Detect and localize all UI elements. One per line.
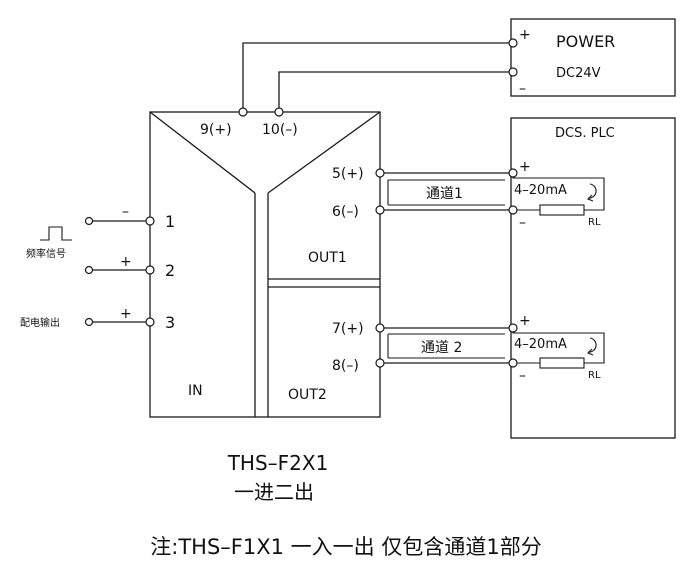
terminal-6-label: 6(–)	[332, 204, 359, 220]
input-1-sign: –	[122, 204, 129, 220]
terminal-1-label: 1	[165, 212, 175, 231]
dcs-plc: DCS. PLC + – RL 4–20mA + – RL 4–20mA	[510, 117, 676, 439]
dcs-box	[510, 117, 676, 439]
out1-label: OUT1	[308, 250, 347, 266]
terminal-5	[375, 168, 385, 178]
model-name: THS–F2X1	[227, 451, 329, 475]
terminal-3	[145, 317, 155, 327]
terminal-8	[375, 358, 385, 368]
module-y-right	[267, 111, 381, 194]
terminal-9-label: 9(+)	[200, 122, 232, 138]
terminal-7-label: 7(+)	[332, 321, 364, 337]
model-description: 一进二出	[234, 480, 314, 504]
input-wiring: 频率信号 配电输出 – + +	[20, 204, 155, 329]
power-title: POWER	[556, 32, 615, 51]
dcs-ch2-plus: +	[519, 313, 531, 329]
dcs-ch1-minus-terminal	[508, 205, 518, 215]
pulse-icon	[40, 226, 72, 241]
wire-power-minus	[278, 71, 513, 110]
input-3-end-terminal	[84, 317, 94, 327]
power-plus-terminal	[508, 38, 518, 48]
terminal-2-label: 2	[165, 261, 175, 280]
dcs-ch2-minus: –	[519, 368, 526, 384]
ch1-resistor	[539, 204, 585, 216]
ch1-current-label: 4–20mA	[514, 183, 567, 198]
freq-signal-label: 频率信号	[26, 247, 66, 260]
module-y-left	[149, 111, 256, 194]
terminal-3-label: 3	[165, 313, 175, 332]
dcs-ch1-plus-terminal	[508, 168, 518, 178]
ch1-current-arrow	[587, 183, 597, 199]
channel-1-label: 通道1	[426, 186, 463, 202]
dcs-ch1-minus: –	[519, 215, 526, 231]
power-supply: POWER DC24V + –	[510, 18, 676, 97]
terminal-6	[375, 205, 385, 215]
input-1-end-terminal	[84, 216, 94, 226]
terminal-5-label: 5(+)	[332, 166, 364, 182]
power-box	[510, 18, 676, 97]
terminal-7	[375, 323, 385, 333]
ch2-resistor-label: RL	[588, 370, 601, 381]
in-label: IN	[188, 383, 203, 399]
ch2-resistor	[539, 357, 585, 369]
power-plus-sign: +	[519, 27, 531, 43]
terminal-1	[145, 216, 155, 226]
ch2-current-arrow	[587, 337, 597, 353]
wire-power-plus	[242, 42, 513, 110]
ch2-arrow-head-icon	[587, 348, 594, 356]
power-out-label: 配电输出	[20, 316, 60, 329]
terminal-2	[145, 265, 155, 275]
footnote: 注:THS–F1X1 一入一出 仅包含通道1部分	[150, 535, 541, 559]
power-minus-terminal	[508, 67, 518, 77]
terminal-10	[274, 107, 284, 117]
power-minus-sign: –	[519, 81, 526, 97]
ch2-current-label: 4–20mA	[514, 337, 567, 352]
ch1-arrow-head-icon	[587, 194, 594, 202]
input-2-end-terminal	[84, 265, 94, 275]
power-voltage: DC24V	[556, 66, 601, 81]
terminal-10-label: 10(–)	[262, 122, 298, 138]
dcs-ch1-plus: +	[519, 159, 531, 175]
input-2-sign: +	[120, 254, 132, 270]
dcs-title: DCS. PLC	[555, 126, 615, 141]
channel-2-label: 通道 2	[421, 340, 462, 356]
input-3-sign: +	[120, 306, 132, 322]
terminal-9	[238, 107, 248, 117]
terminal-8-label: 8(–)	[332, 358, 359, 374]
converter-module: 9(+) 10(–) 5(+) 6(–) OUT1 7(+) 8(–) OUT2…	[149, 107, 381, 418]
out2-label: OUT2	[288, 387, 327, 403]
dcs-ch2-plus-terminal	[508, 323, 518, 333]
dcs-ch2-minus-terminal	[508, 358, 518, 368]
module-box	[149, 111, 381, 418]
ch1-resistor-label: RL	[588, 217, 601, 228]
